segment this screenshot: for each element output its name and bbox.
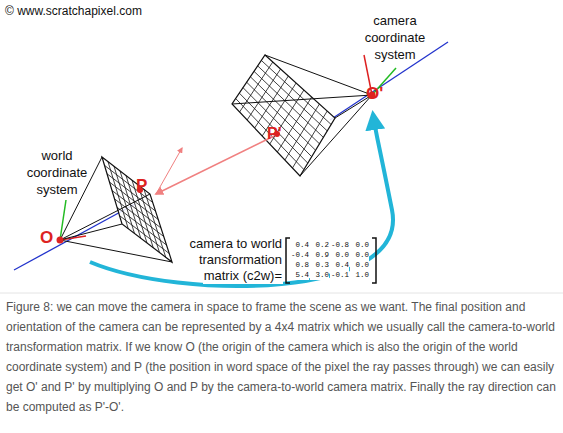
image-plane [102,157,172,262]
frustum-edge [265,55,372,95]
matrix-cell: 0.8 [290,260,309,270]
matrix-bracket [372,238,376,283]
frustum-edge [232,95,372,104]
matrix-cell: 0.4 [330,260,349,270]
frustum-edge [60,194,150,240]
pixel-grid-line [258,66,328,131]
ray-direction-arrow [156,148,182,194]
pixel-grid-line [261,60,331,124]
frustum-group [60,55,372,262]
matrix-cell: 0.3 [310,260,329,270]
matrix-label: matrix (c2w)= [203,268,283,284]
matrix-cell: 5.4 [290,270,309,280]
pixel-grid-line [120,216,170,254]
matrix-cell: -0.8 [330,240,349,250]
pixel-grid-line [292,111,327,168]
pixel-grid-line [117,207,167,245]
pixel-grid-line [254,71,323,137]
matrix-cell: 0.2 [310,240,329,250]
pixel-grid-line [240,62,273,112]
matrix-cell: 0.0 [350,250,369,260]
matrix-cell: 3.0 [310,270,329,280]
image-plane [232,55,335,176]
matrix-cell: 0.4 [290,240,309,250]
figure-caption: Figure 8: we can move the camera in spac… [6,297,556,417]
caption-separator [0,293,563,294]
pixel-grid-line [247,69,280,120]
pixel-grid-line [236,99,304,170]
pixel-grid-line [144,189,166,257]
matrix-cell: 0.0 [330,250,349,260]
transform-curve [90,114,393,286]
matrix-cell: -0.1 [330,270,349,280]
ray-arrow [156,136,274,194]
pixel-grid-line [250,77,319,144]
matrix-label: camera to world [189,236,283,252]
matrix-cell: 0.9 [310,250,329,260]
axis-label: camera coordinate system [355,12,435,63]
matrix-cell: -0.4 [290,250,309,260]
point-label: O' [366,84,383,104]
origin-point [57,237,64,244]
point-label: O [40,228,53,248]
matrix-cell: 0.0 [350,260,369,270]
pixel-grid-line [247,82,316,150]
frustum-edge [60,224,122,240]
pixel-grid-line [239,93,307,163]
matrix-label: transformation [198,252,283,268]
point-label: P [136,176,147,196]
matrix-cell: 0.0 [350,240,369,250]
matrix-cell: 1.0 [350,270,369,280]
point-label: P' [267,124,281,143]
watermark: © www.scratchapixel.com [5,4,142,18]
world-z-axis [14,204,135,270]
pixel-grid-line [255,76,289,128]
axis-label: world coordinate system [17,147,97,198]
